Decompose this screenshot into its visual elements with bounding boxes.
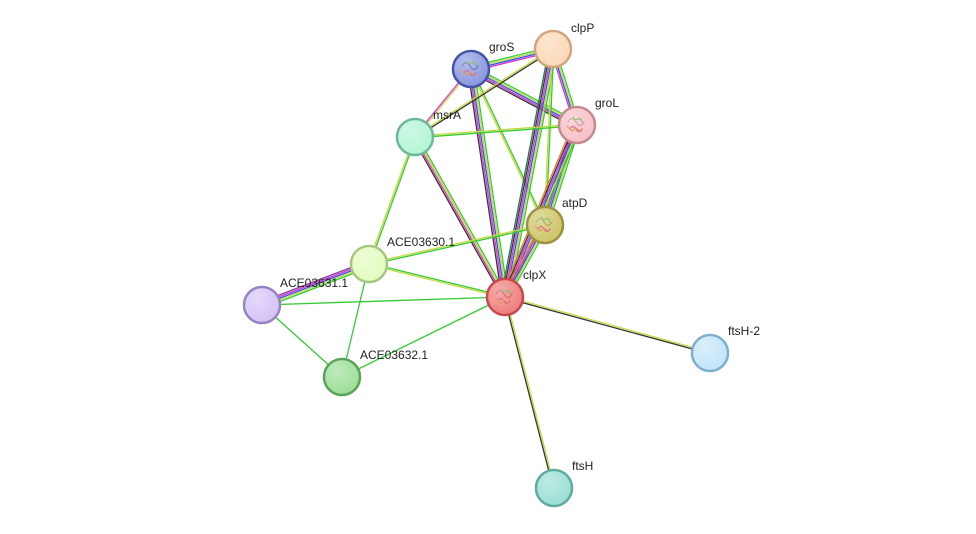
edge-evidence-yellow_green <box>506 49 556 298</box>
edge-msrA-clpX[interactable] <box>412 135 508 299</box>
edge-clpX-ftsH[interactable] <box>503 296 556 489</box>
node-highlight <box>693 336 727 370</box>
edge-evidence-black <box>502 48 552 297</box>
node-groL[interactable]: groL <box>557 96 619 145</box>
node-highlight <box>528 208 562 242</box>
edge-evidence-green <box>262 266 371 309</box>
node-atpD[interactable]: atpD <box>525 196 588 245</box>
edge-evidence-purple <box>260 260 369 303</box>
edge-evidence-yellow_green <box>414 123 577 137</box>
node-ACE03632.1[interactable]: ACE03632.1 <box>322 348 428 397</box>
edge-evidence-green <box>472 65 579 123</box>
node-label: atpD <box>562 196 588 210</box>
edge-evidence-green <box>473 68 509 297</box>
edge-evidence-green <box>415 125 578 139</box>
edge-evidence-black <box>504 297 710 355</box>
edge-evidence-green <box>508 49 558 298</box>
edge-evidence-black <box>412 137 504 299</box>
node-groS[interactable]: groS <box>451 40 514 89</box>
edge-evidence-magenta <box>503 48 553 297</box>
node-label: msrA <box>433 108 461 122</box>
edge-groS-clpX[interactable] <box>467 68 509 298</box>
edge-evidence-blue <box>505 49 555 298</box>
edge-layer <box>260 46 711 489</box>
edge-evidence-yellow_green <box>505 296 556 488</box>
edge-evidence-black <box>469 71 576 129</box>
node-highlight <box>536 32 570 66</box>
edge-evidence-yellow_green <box>471 67 579 125</box>
node-highlight <box>352 247 386 281</box>
edge-evidence-green <box>369 137 417 265</box>
edge-evidence-magenta <box>413 137 505 298</box>
edge-evidence-magenta <box>469 69 577 127</box>
node-layer: clpP groS groL msrA atpD ACE03630.1 clpX ACE036… <box>242 21 760 508</box>
edge-clpP-msrA[interactable] <box>414 47 554 139</box>
edge-evidence-black <box>503 297 554 489</box>
node-clpP[interactable]: clpP <box>533 21 594 69</box>
node-label: ACE03632.1 <box>360 348 428 362</box>
edge-groS-groL[interactable] <box>469 65 579 129</box>
edge-evidence-green <box>416 135 508 297</box>
node-ACE03631.1[interactable]: ACE03631.1 <box>242 276 348 325</box>
node-label: clpP <box>571 21 594 35</box>
edge-ACE03630.1-ACE03632.1[interactable] <box>341 263 370 378</box>
node-label: ftsH <box>572 459 593 473</box>
edge-ACE03632.1-clpX[interactable] <box>341 296 506 378</box>
edge-evidence-dark_green <box>500 48 550 297</box>
node-clpX[interactable]: clpX <box>485 268 546 317</box>
edge-evidence-green <box>261 296 506 306</box>
edge-evidence-green <box>369 225 546 266</box>
edge-clpP-clpX[interactable] <box>500 48 558 298</box>
node-ftsH[interactable]: ftsH <box>534 459 593 508</box>
node-ftsH-2[interactable]: ftsH-2 <box>690 324 760 373</box>
edge-evidence-blue <box>470 68 506 298</box>
edge-evidence-yellow_green <box>367 136 415 264</box>
edge-atpD-ACE03630.1[interactable] <box>368 223 546 266</box>
edge-ACE03630.1-clpX[interactable] <box>368 262 506 299</box>
edge-evidence-green <box>341 263 370 378</box>
node-highlight <box>325 360 359 394</box>
node-highlight <box>488 280 522 314</box>
node-msrA[interactable]: msrA <box>395 108 461 157</box>
edge-groL-msrA[interactable] <box>414 123 578 139</box>
edge-clpX-ftsH-2[interactable] <box>504 295 711 355</box>
edge-evidence-yellow_green <box>414 47 553 137</box>
node-label: ACE03631.1 <box>280 276 348 290</box>
node-highlight <box>537 471 571 505</box>
edge-evidence-black <box>467 69 503 298</box>
edge-evidence-yellow_green <box>471 68 508 297</box>
edge-evidence-green <box>369 262 506 297</box>
edge-msrA-ACE03630.1[interactable] <box>367 136 417 265</box>
edge-evidence-yellow_green <box>368 264 505 299</box>
node-label: groS <box>489 40 514 54</box>
edge-evidence-black <box>415 49 554 139</box>
node-label: ftsH-2 <box>728 324 760 338</box>
node-label: clpX <box>523 268 546 282</box>
edge-evidence-yellow_green <box>415 136 507 297</box>
edge-evidence-blue <box>470 68 578 126</box>
node-highlight <box>245 288 279 322</box>
node-ACE03630.1[interactable]: ACE03630.1 <box>349 235 455 284</box>
node-label: groL <box>595 96 619 110</box>
node-highlight <box>398 120 432 154</box>
edge-evidence-magenta <box>468 69 505 298</box>
edge-evidence-green <box>341 296 506 378</box>
node-highlight <box>560 108 594 142</box>
edge-evidence-yellow_green <box>368 223 545 264</box>
edge-ACE03631.1-clpX[interactable] <box>261 296 506 306</box>
node-highlight <box>454 52 488 86</box>
node-label: ACE03630.1 <box>387 235 455 249</box>
edge-evidence-yellow_green <box>505 295 711 353</box>
